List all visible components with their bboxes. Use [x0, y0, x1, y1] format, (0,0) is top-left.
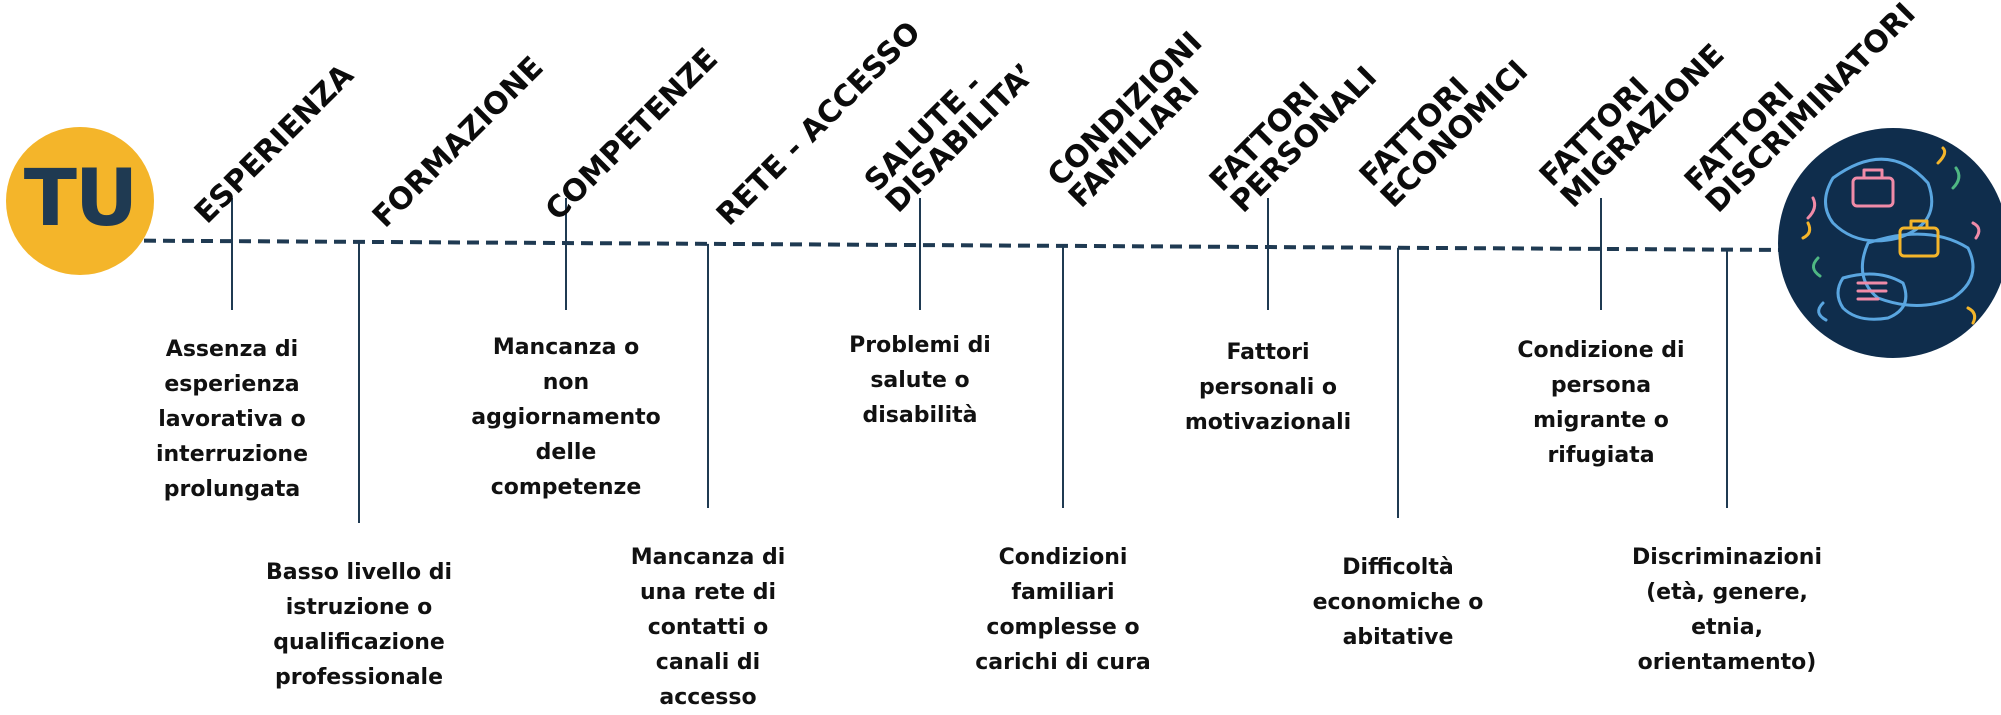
category-description: Fattori personali o motivazionali: [1184, 340, 1352, 435]
category-description: Condizioni familiari complesse o carichi…: [975, 545, 1151, 675]
category-description: Condizione di persona migrante o rifugia…: [1517, 338, 1685, 468]
start-circle: TU: [6, 127, 154, 275]
briefcase-speech-bubbles-icon: [1801, 146, 1981, 325]
category-description: Mancanza di una rete di contatti o canal…: [630, 545, 786, 710]
end-circle: [1778, 128, 2001, 358]
category-description: Mancanza o non aggiornamento delle compe…: [471, 335, 661, 500]
category-description: Difficoltà economiche o abitative: [1312, 555, 1484, 650]
category-description: Basso livello di istruzione o qualificaz…: [265, 560, 453, 690]
category-description: Problemi di salute o disabilità: [849, 333, 991, 428]
timeline-axis: [29, 238, 1791, 252]
category-description: Assenza di esperienza lavorativa o inter…: [155, 337, 309, 502]
category-description: Discriminazioni (età, genere, etnia, ori…: [1632, 545, 1822, 675]
start-label: TU: [23, 154, 139, 244]
